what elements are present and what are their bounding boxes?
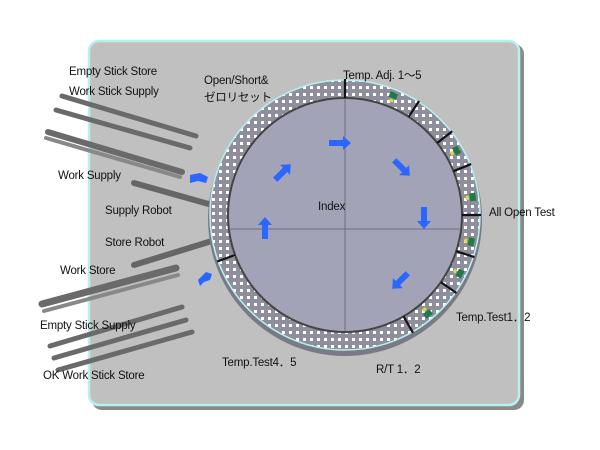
work-piece-icon	[421, 307, 433, 319]
label-ok-work-stick-store: OK Work Stick Store	[43, 370, 145, 382]
station-divider	[216, 253, 236, 263]
rotation-arrows	[258, 136, 431, 289]
label-open-short: Open/Short&	[204, 75, 269, 87]
rail-work-store-b	[42, 273, 180, 313]
station-divider	[440, 281, 458, 294]
rails-upper	[44, 93, 233, 213]
rails-lower	[38, 233, 231, 373]
rail-empty-stick-store	[59, 93, 199, 139]
label-empty-stick-supply: Empty Stick Supply	[40, 320, 136, 332]
label-rt-12: R/T 1．2	[376, 364, 421, 376]
label-temp-test-12: Temp.Test1．2	[456, 312, 531, 324]
work-piece-icon	[388, 91, 399, 103]
arrow-icon	[273, 164, 291, 182]
arrow-icon	[258, 217, 272, 239]
label-all-open-test: All Open Test	[489, 207, 555, 219]
work-piece-icon	[465, 192, 477, 202]
station-divider	[436, 130, 453, 144]
label-work-supply: Work Supply	[58, 170, 121, 182]
label-supply-robot: Supply Robot	[105, 205, 172, 217]
station-dividers	[216, 79, 481, 334]
arrow-icon	[198, 272, 212, 286]
station-divider	[402, 315, 414, 334]
label-store-robot: Store Robot	[105, 237, 165, 249]
rail-ok-work-stick-store-b	[55, 329, 195, 373]
work-piece-icon	[449, 145, 462, 156]
rail-ok-work-stick-store-a	[51, 317, 189, 361]
rail-work-supply-b	[44, 136, 182, 179]
rail-work-stick-supply	[53, 107, 193, 151]
work-piece-icon	[463, 237, 475, 247]
label-work-stick-supply: Work Stick Supply	[69, 86, 159, 98]
rail-work-store-a	[38, 264, 180, 308]
label-temp-test-45: Temp.Test4．5	[222, 357, 297, 369]
arrow-icon	[417, 207, 431, 229]
label-temp-adj: Temp. Adj. 1～5	[343, 70, 422, 82]
arrow-icon	[190, 173, 208, 183]
rail-work-supply-a	[45, 129, 185, 175]
station-divider	[453, 163, 472, 173]
arrow-icon	[392, 271, 410, 289]
index-table	[208, 79, 482, 356]
station-divider	[407, 100, 420, 118]
label-empty-stick-store: Empty Stick Store	[69, 66, 157, 78]
work-piece-icon	[452, 268, 465, 279]
rail-empty-stick-supply	[47, 304, 185, 349]
station-divider	[455, 250, 475, 259]
work-pieces	[388, 91, 477, 319]
arrow-icon	[392, 158, 410, 176]
label-index: Index	[318, 201, 346, 213]
arrow-icon	[329, 136, 351, 150]
label-zero-reset: ゼロリセット	[204, 92, 272, 104]
label-work-store: Work Store	[60, 265, 116, 277]
